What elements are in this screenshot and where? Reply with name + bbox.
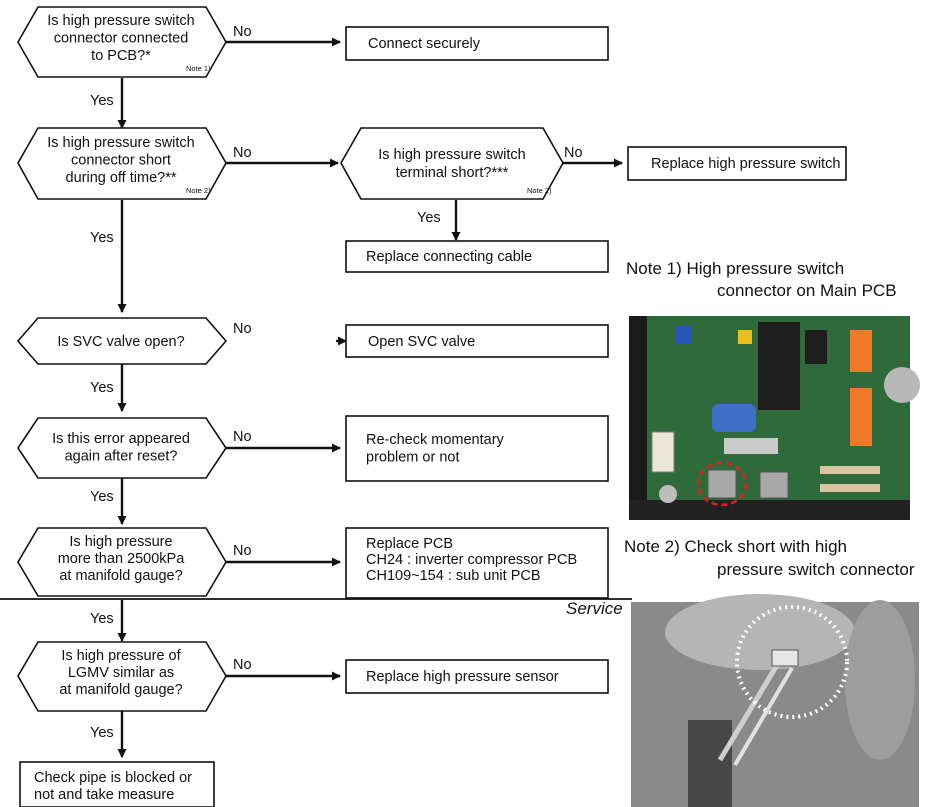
yes-label: Yes bbox=[90, 489, 114, 505]
note-ref-1: Note 1) bbox=[186, 64, 211, 73]
note-ref-3: Note 2) bbox=[527, 186, 552, 195]
connector-photo bbox=[631, 594, 919, 807]
connector-lines bbox=[117, 37, 623, 758]
yes-label: Yes bbox=[90, 93, 114, 109]
no-label: No bbox=[233, 321, 252, 337]
action-connect-securely: Connect securely bbox=[345, 26, 609, 61]
yes-label: Yes bbox=[417, 210, 441, 226]
action-replace-switch: Replace high pressure switch bbox=[627, 146, 847, 181]
yes-label: Yes bbox=[90, 611, 114, 627]
decision-4: Is SVC valve open? bbox=[16, 317, 228, 365]
svg-text:Note 1) High pressure switch: Note 1) High pressure switch bbox=[626, 259, 844, 278]
no-label: No bbox=[233, 24, 252, 40]
yes-label: Yes bbox=[90, 725, 114, 741]
action-replace-sensor: Replace high pressure sensor bbox=[345, 659, 609, 694]
no-label: No bbox=[233, 429, 252, 445]
action-open-svc-valve: Open SVC valve bbox=[345, 324, 609, 358]
action-replace-cable: Replace connecting cable bbox=[345, 240, 609, 273]
svg-text:Replace high pressure switch: Replace high pressure switch bbox=[651, 156, 840, 172]
pcb-photo bbox=[629, 316, 920, 520]
svg-text:Connect securely: Connect securely bbox=[368, 36, 481, 52]
svg-text:Replace high pressure sensor: Replace high pressure sensor bbox=[366, 669, 559, 685]
no-label: No bbox=[233, 543, 252, 559]
svg-text:connector on Main PCB: connector on Main PCB bbox=[717, 281, 897, 300]
svg-text:Is SVC valve open?: Is SVC valve open? bbox=[57, 334, 184, 350]
note-ref-2: Note 2) bbox=[186, 186, 211, 195]
yes-label: Yes bbox=[90, 380, 114, 396]
note-1: Note 1) High pressure switch connector o… bbox=[626, 259, 897, 300]
service-label: Service bbox=[566, 599, 623, 618]
svg-text:Note 2) Check short with high: Note 2) Check short with high bbox=[624, 537, 847, 556]
note-2: Note 2) Check short with high pressure s… bbox=[624, 537, 915, 579]
no-label: No bbox=[233, 145, 252, 161]
no-label: No bbox=[233, 657, 252, 673]
no-label: No bbox=[564, 145, 583, 161]
svg-text:Replace connecting cable: Replace connecting cable bbox=[366, 249, 532, 265]
svg-text:pressure switch connector: pressure switch connector bbox=[717, 560, 915, 579]
svg-text:Open SVC valve: Open SVC valve bbox=[368, 334, 475, 350]
yes-label: Yes bbox=[90, 230, 114, 246]
